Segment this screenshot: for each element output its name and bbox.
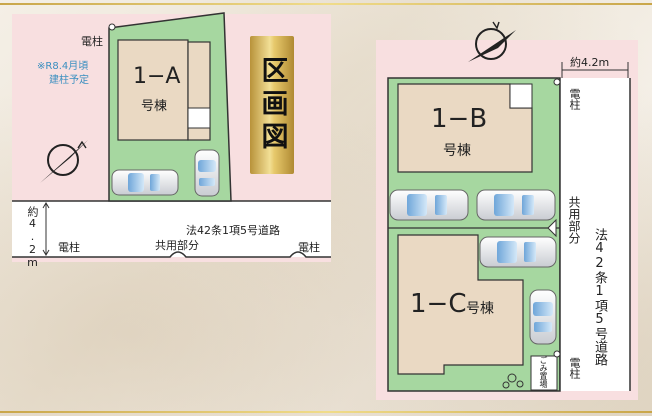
shared-part-arrow bbox=[547, 218, 557, 238]
right-pole-top-label: 電柱 bbox=[568, 88, 581, 110]
right-car-1 bbox=[389, 189, 469, 221]
right-car-3 bbox=[479, 236, 557, 268]
left-road-name-label: 法42条1項5号道路 bbox=[186, 224, 280, 237]
house-1b-porch bbox=[509, 83, 533, 109]
right-car-4 bbox=[529, 289, 557, 345]
right-road-width-label: 約4.2m bbox=[570, 56, 610, 69]
garbage-station-label: ごみ置場 bbox=[539, 356, 548, 388]
left-car-horizontal bbox=[111, 169, 179, 196]
lot-1c-suffix: 号棟 bbox=[466, 301, 494, 317]
shrubs bbox=[502, 373, 524, 389]
top-gold-border bbox=[0, 3, 652, 5]
bottom-gold-border bbox=[0, 411, 652, 413]
lot-1c-code: 1−C bbox=[410, 289, 467, 319]
right-shared-part-label: 共用部分 bbox=[567, 196, 581, 244]
left-pole-top-label: 電柱 bbox=[81, 35, 103, 48]
right-road-name-label: 法42条1項5号道路 bbox=[592, 228, 607, 366]
right-road-area bbox=[560, 78, 630, 391]
left-road-edge-bottom bbox=[12, 251, 331, 258]
right-car-2 bbox=[476, 189, 556, 221]
lot-1b-suffix: 号棟 bbox=[443, 143, 471, 159]
left-pole-right-label: 電柱 bbox=[298, 241, 320, 254]
lot-1a-suffix: 号棟 bbox=[141, 99, 168, 114]
left-dimension-arrow-up bbox=[42, 202, 50, 209]
right-pole-bottom-label: 電柱 bbox=[568, 357, 581, 379]
garbage-station-box bbox=[530, 355, 558, 391]
right-pole-top-marker bbox=[553, 78, 561, 86]
left-car-vertical bbox=[194, 149, 220, 197]
left-shared-part-label: 共用部分 bbox=[155, 239, 199, 252]
right-pole-bottom-marker bbox=[553, 350, 561, 358]
left-pole-top-marker bbox=[108, 23, 116, 31]
left-road-width-label: 約4.2m bbox=[26, 206, 39, 269]
left-road-area bbox=[12, 201, 331, 257]
left-north-compass bbox=[40, 140, 88, 183]
house-1a-footprint bbox=[117, 39, 189, 141]
page-title: 区画図 bbox=[256, 55, 288, 155]
left-dimension-arrow-down bbox=[42, 249, 50, 256]
house-1a-porch bbox=[187, 107, 211, 129]
lot-1a-code: 1−A bbox=[133, 64, 181, 89]
right-north-compass bbox=[468, 21, 516, 62]
lot-1b-code: 1−B bbox=[431, 104, 488, 134]
left-pole-left-label: 電柱 bbox=[58, 241, 80, 254]
left-pole-note-line1: ※R8.4月頃 bbox=[37, 61, 89, 72]
left-pole-note-line2: 建柱予定 bbox=[49, 75, 89, 86]
title-badge: 区画図 bbox=[250, 36, 294, 174]
house-1c-footprint bbox=[397, 234, 524, 375]
